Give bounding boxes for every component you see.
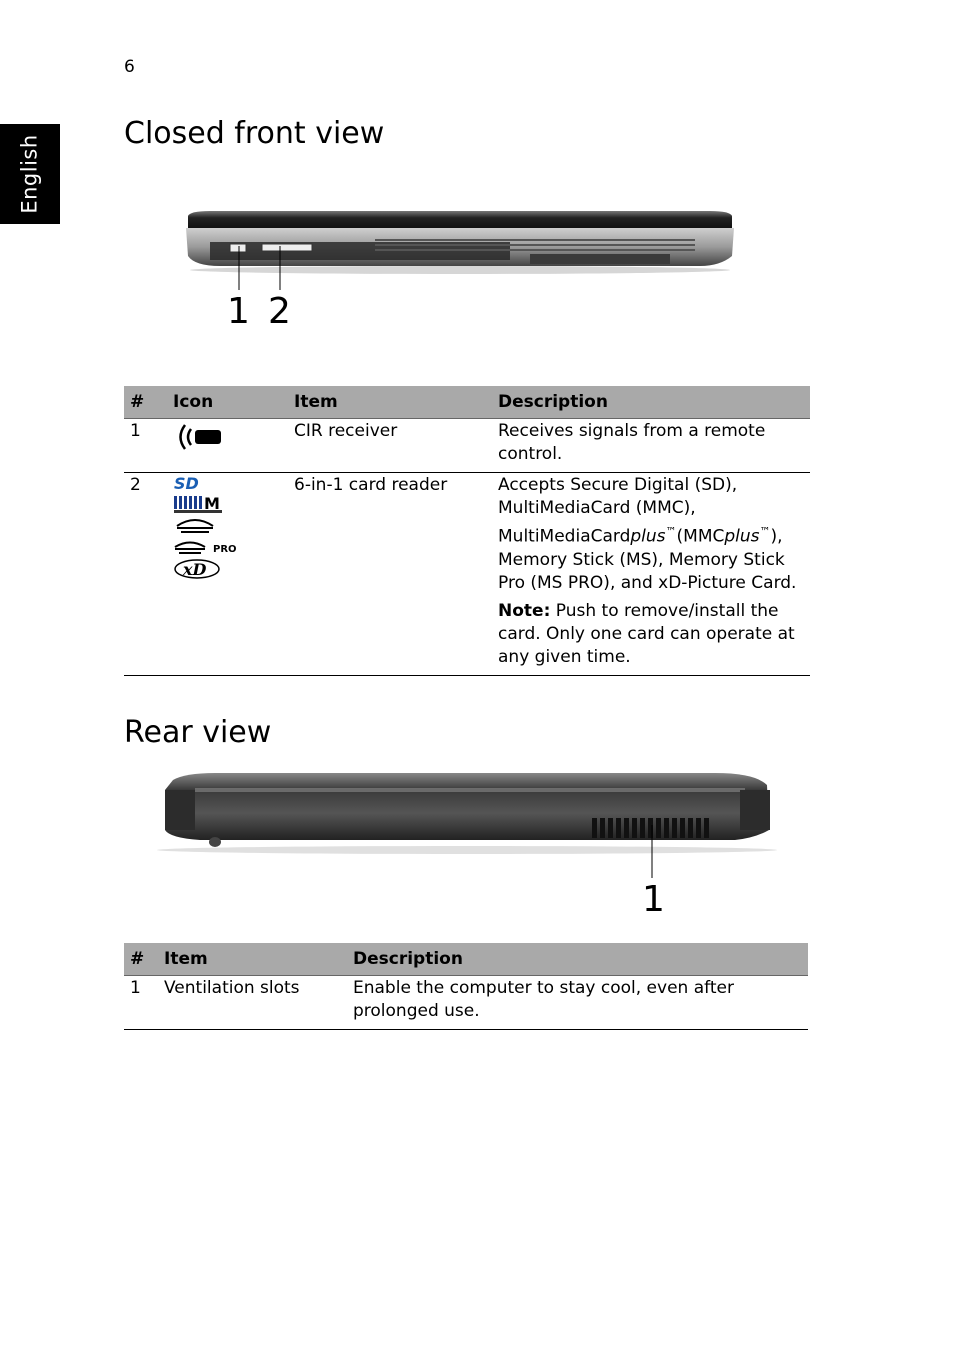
mmc-icon: M [174, 494, 222, 513]
svg-text:PRO: PRO [213, 544, 237, 555]
row-icons: SD M [167, 472, 288, 676]
table-row: 2 SD M [124, 472, 810, 676]
row-number: 2 [124, 472, 167, 676]
language-tab: English [0, 124, 60, 224]
closed-front-view-illustration: 1 2 [180, 206, 740, 336]
sd-card-icon: SD [174, 474, 199, 492]
table-header-row: # Item Description [124, 943, 808, 976]
rear-view-table: # Item Description 1 Ventilation slots E… [124, 943, 808, 1030]
column-header-description: Description [492, 386, 810, 419]
callout-2: 2 [268, 291, 291, 332]
column-header-item: Item [288, 386, 492, 419]
row-item: CIR receiver [288, 418, 492, 473]
row-item: Ventilation slots [158, 975, 347, 1030]
cir-receiver-icon [179, 424, 221, 450]
row-number: 1 [124, 418, 167, 473]
svg-text:SD: SD [174, 474, 199, 492]
table-header-row: # Icon Item Description [124, 386, 810, 419]
closed-front-view-table: # Icon Item Description 1 CIR receiver R… [124, 386, 810, 676]
row-description: Receives signals from a remote control. [492, 418, 810, 473]
card-reader-note: Note: Push to remove/install the card. O… [498, 600, 804, 669]
memory-stick-icon [176, 519, 214, 533]
rear-view-heading: Rear view [124, 715, 272, 750]
note-label: Note: [498, 600, 551, 621]
table-row: 1 Ventilation slots Enable the computer … [124, 975, 808, 1030]
note-text: Push to remove/install the card. Only on… [498, 600, 795, 667]
row-item: 6-in-1 card reader [288, 472, 492, 676]
row-icon [167, 418, 288, 473]
svg-text:M: M [204, 494, 220, 513]
row-description: Accepts Secure Digital (SD), MultiMediaC… [492, 472, 810, 676]
column-header-number: # [124, 386, 167, 419]
language-tab-label: English [18, 134, 43, 214]
row-number: 1 [124, 975, 158, 1030]
callout-rear-1: 1 [642, 879, 665, 920]
row-description: Enable the computer to stay cool, even a… [347, 975, 808, 1030]
card-reader-description: Accepts Secure Digital (SD), MultiMediaC… [498, 475, 797, 593]
xd-card-icon: xD [174, 559, 220, 579]
rear-view-illustration: 1 [155, 770, 780, 920]
column-header-item: Item [158, 943, 347, 976]
column-header-number: # [124, 943, 158, 976]
column-header-description: Description [347, 943, 808, 976]
laptop-rear-image [157, 773, 777, 878]
closed-front-view-heading: Closed front view [124, 116, 385, 151]
table-row: 1 CIR receiver Receives signals from a r… [124, 418, 810, 473]
laptop-front-image [186, 211, 734, 290]
callout-1: 1 [227, 291, 250, 332]
memory-stick-pro-icon: PRO [174, 541, 237, 555]
svg-text:xD: xD [182, 560, 207, 579]
column-header-icon: Icon [167, 386, 288, 419]
page-number: 6 [124, 57, 135, 77]
